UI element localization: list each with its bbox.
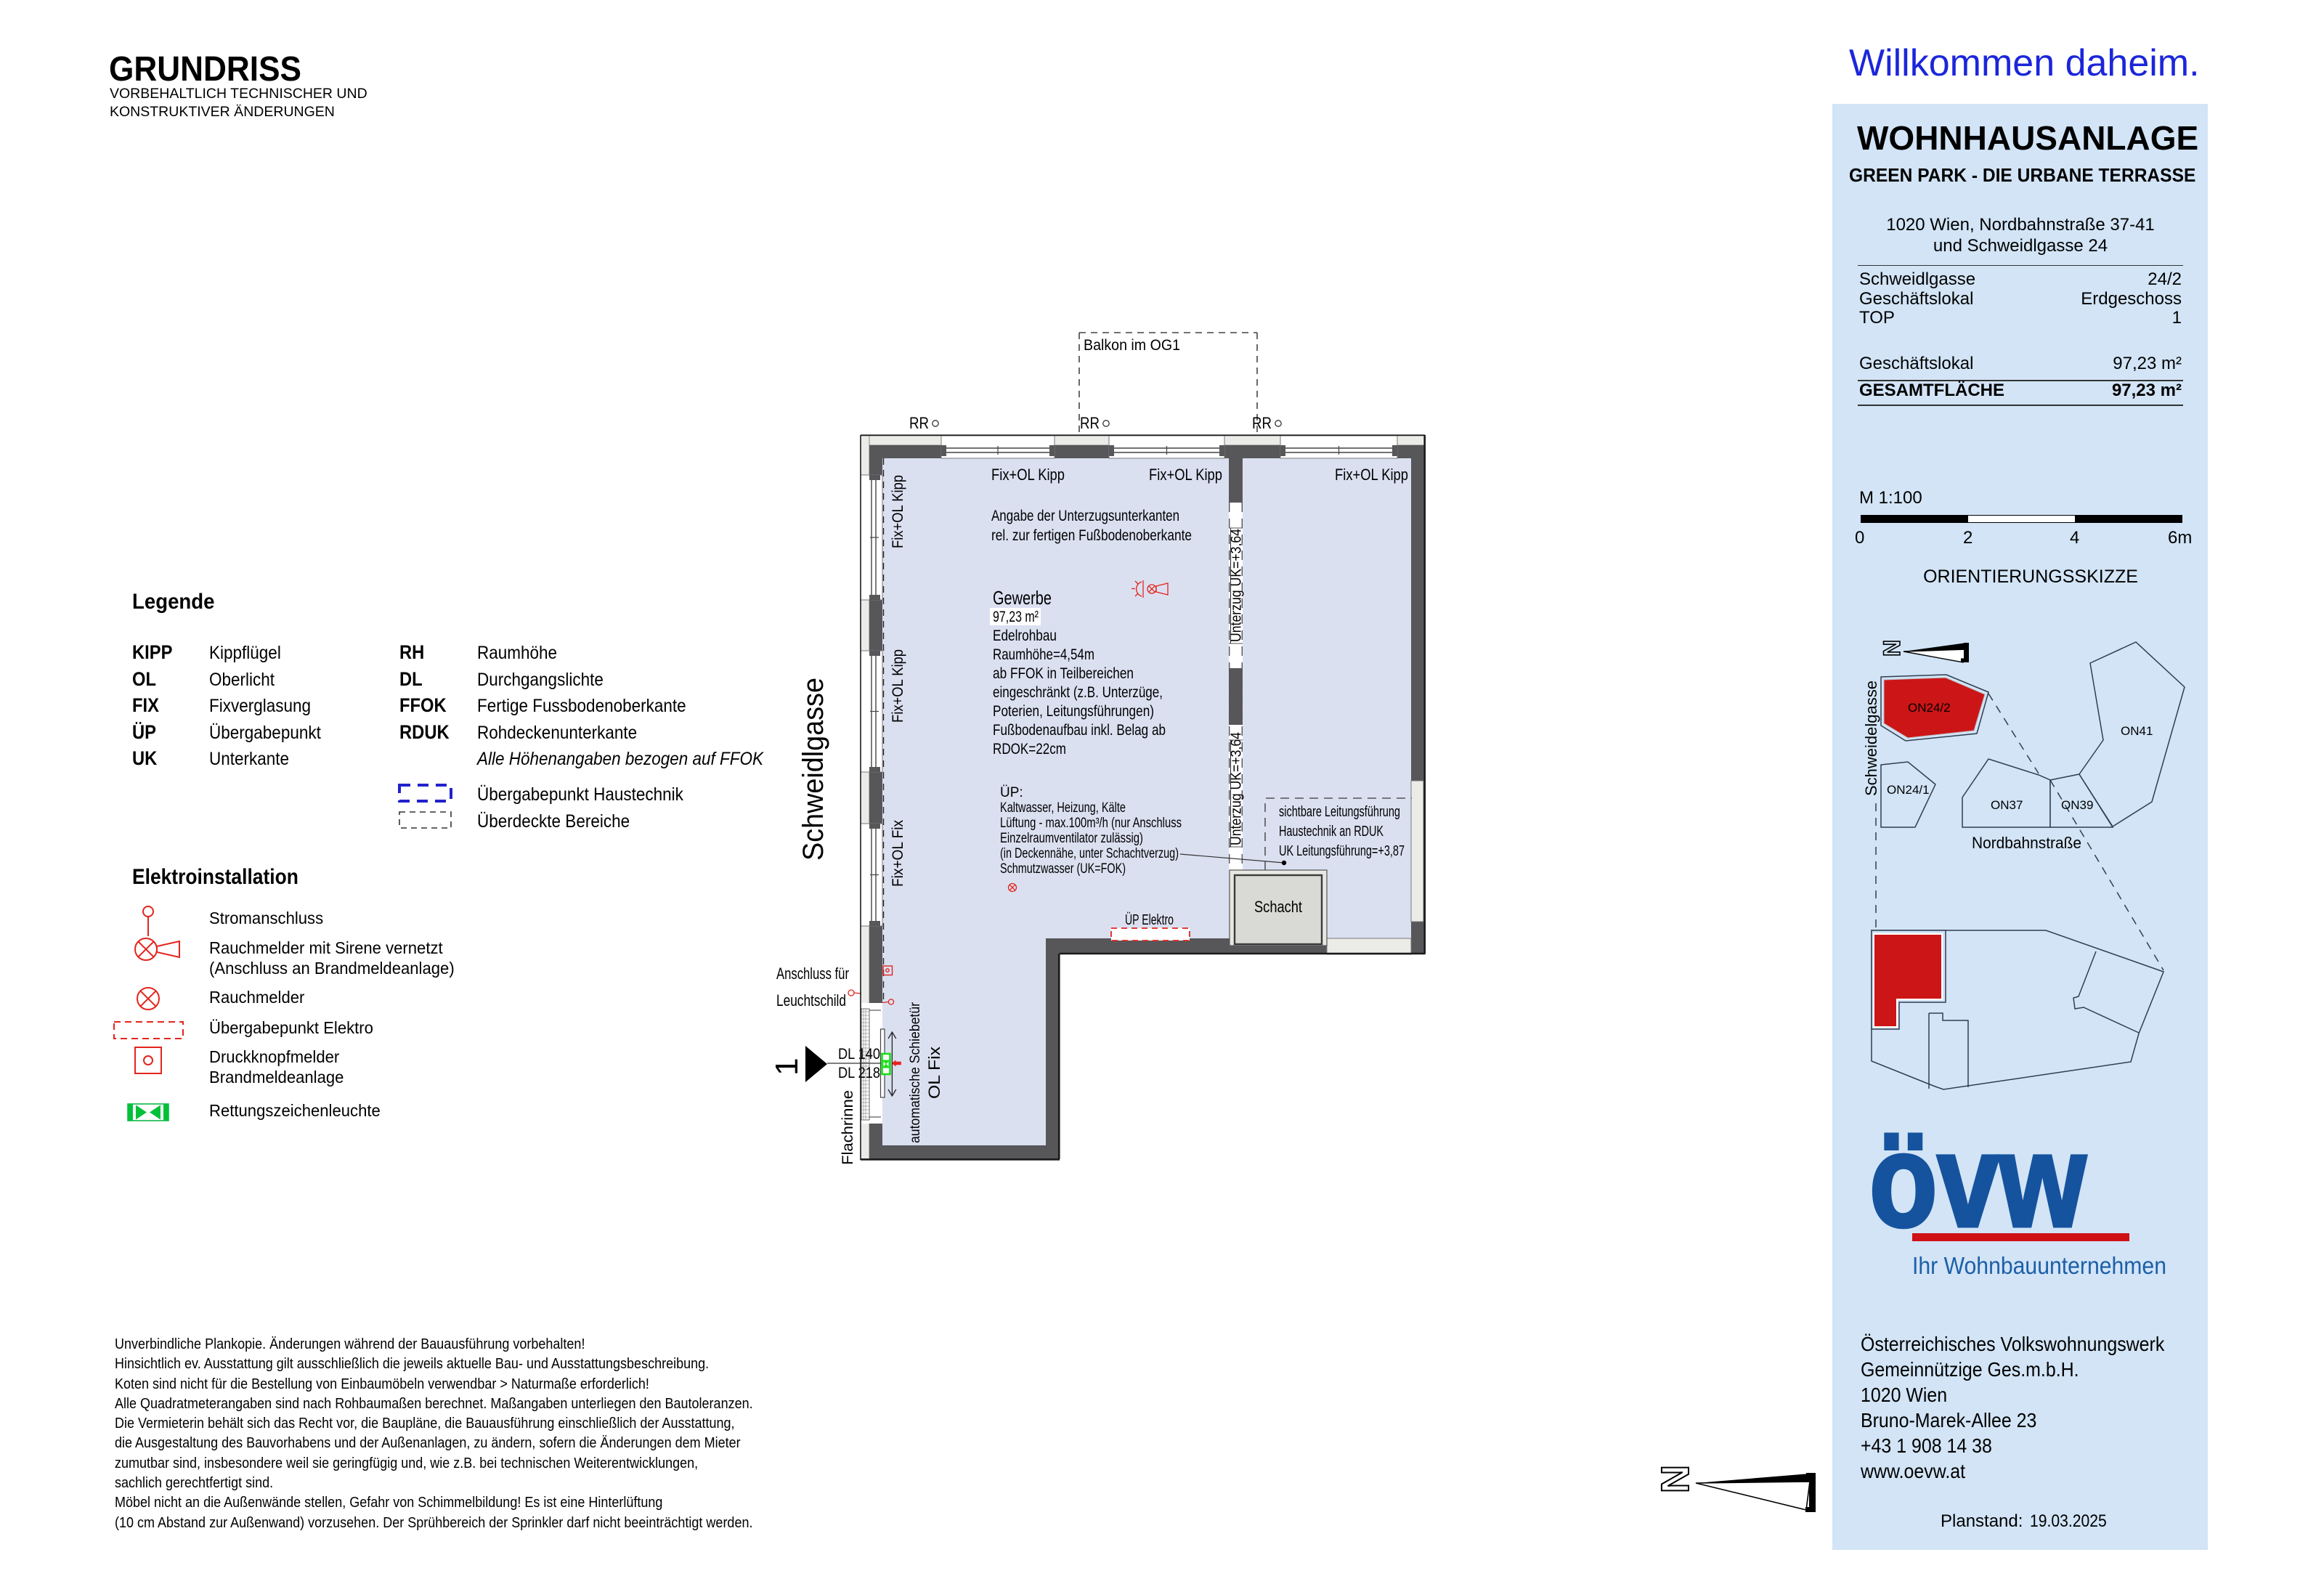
svg-text:ON37: ON37	[1991, 798, 2023, 812]
svg-text:Gewerbe: Gewerbe	[993, 587, 1052, 609]
svg-text:N: N	[1879, 640, 1905, 657]
svg-text:ab FFOK in Teilbereichen: ab FFOK in Teilbereichen	[993, 665, 1134, 682]
svg-text:ON39: ON39	[2061, 798, 2093, 812]
svg-text:Kaltwasser, Heizung, Kälte: Kaltwasser, Heizung, Kälte	[1000, 800, 1126, 816]
svg-text:DL 218: DL 218	[838, 1065, 880, 1081]
svg-text:sichtbare Leitungsführung: sichtbare Leitungsführung	[1279, 804, 1400, 820]
svg-text:Balkon im OG1: Balkon im OG1	[1084, 337, 1180, 354]
svg-text:Leuchtschild: Leuchtschild	[776, 991, 846, 1010]
svg-text:Raumhöhe=4,54m: Raumhöhe=4,54m	[993, 646, 1094, 663]
svg-text:Einzelraumventilator zulässig): Einzelraumventilator zulässig)	[1000, 831, 1143, 846]
svg-text:RDOK=22cm: RDOK=22cm	[993, 741, 1066, 758]
svg-text:N: N	[1654, 1465, 1697, 1493]
svg-text:ÜP Elektro: ÜP Elektro	[1125, 912, 1174, 928]
svg-text:UK Leitungsführung=+3,87: UK Leitungsführung=+3,87	[1279, 843, 1405, 859]
svg-text:Fix+OL Kipp: Fix+OL Kipp	[991, 466, 1065, 484]
svg-text:Schweidelgasse: Schweidelgasse	[1862, 681, 1880, 796]
svg-text:rel. zur fertigen Fußbodenober: rel. zur fertigen Fußbodenoberkante	[991, 527, 1192, 544]
svg-text:Fix+OL Kipp: Fix+OL Kipp	[890, 649, 906, 723]
svg-text:1: 1	[769, 1058, 805, 1076]
svg-text:Anschluss für: Anschluss für	[776, 964, 849, 983]
svg-text:Unterzug UK=+3,64: Unterzug UK=+3,64	[1228, 529, 1245, 642]
svg-text:Haustechnik an RDUK: Haustechnik an RDUK	[1279, 824, 1384, 840]
svg-text:Ihr Wohnbauunternehmen: Ihr Wohnbauunternehmen	[1912, 1252, 2166, 1279]
svg-text:Edelrohbau: Edelrohbau	[993, 628, 1057, 644]
svg-text:RR: RR	[1080, 414, 1100, 432]
svg-text:Angabe der Unterzugsunterkante: Angabe der Unterzugsunterkanten	[991, 508, 1179, 524]
svg-text:Schmutzwasser (UK=FOK): Schmutzwasser (UK=FOK)	[1000, 861, 1126, 877]
svg-text:Fix+OL Kipp: Fix+OL Kipp	[1149, 466, 1222, 484]
svg-text:Fix+OL Fix: Fix+OL Fix	[890, 820, 906, 887]
svg-text:automatische Schiebetür: automatische Schiebetür	[907, 1002, 923, 1143]
svg-text:(in Deckennähe, unter Schachtv: (in Deckennähe, unter Schachtverzug)	[1000, 846, 1179, 861]
svg-text:DL 140: DL 140	[838, 1046, 880, 1063]
svg-text:eingeschränkt (z.B. Unterzüge,: eingeschränkt (z.B. Unterzüge,	[993, 684, 1163, 701]
svg-text:97,23 m²: 97,23 m²	[993, 609, 1039, 625]
svg-text:Fußbodenaufbau inkl. Belag ab: Fußbodenaufbau inkl. Belag ab	[993, 722, 1166, 739]
svg-text:RR: RR	[909, 414, 929, 432]
svg-text:Poterien, Leitungsführungen): Poterien, Leitungsführungen)	[993, 703, 1154, 720]
svg-text:Schacht: Schacht	[1254, 898, 1302, 916]
svg-text:Lüftung - max.100m³/h (nur Ans: Lüftung - max.100m³/h (nur Anschluss	[1000, 816, 1182, 831]
svg-text:Schweidlgasse: Schweidlgasse	[797, 678, 829, 861]
svg-text:ON41: ON41	[2121, 724, 2153, 738]
svg-text:Fix+OL Kipp: Fix+OL Kipp	[890, 475, 906, 548]
svg-text:Nordbahnstraße: Nordbahnstraße	[1972, 834, 2081, 852]
svg-text:övw: övw	[1869, 1106, 2086, 1254]
svg-text:ÜP:: ÜP:	[1000, 785, 1023, 800]
svg-text:Flachrinne: Flachrinne	[840, 1090, 856, 1165]
svg-text:ON24/1: ON24/1	[1887, 783, 1930, 797]
svg-text:Unterzug UK=+3,64: Unterzug UK=+3,64	[1228, 732, 1245, 845]
svg-text:RR: RR	[1252, 414, 1272, 432]
svg-text:Fix+OL Kipp: Fix+OL Kipp	[1335, 466, 1408, 484]
svg-text:OL Fix: OL Fix	[925, 1047, 943, 1099]
svg-text:ON24/2: ON24/2	[1908, 701, 1951, 715]
